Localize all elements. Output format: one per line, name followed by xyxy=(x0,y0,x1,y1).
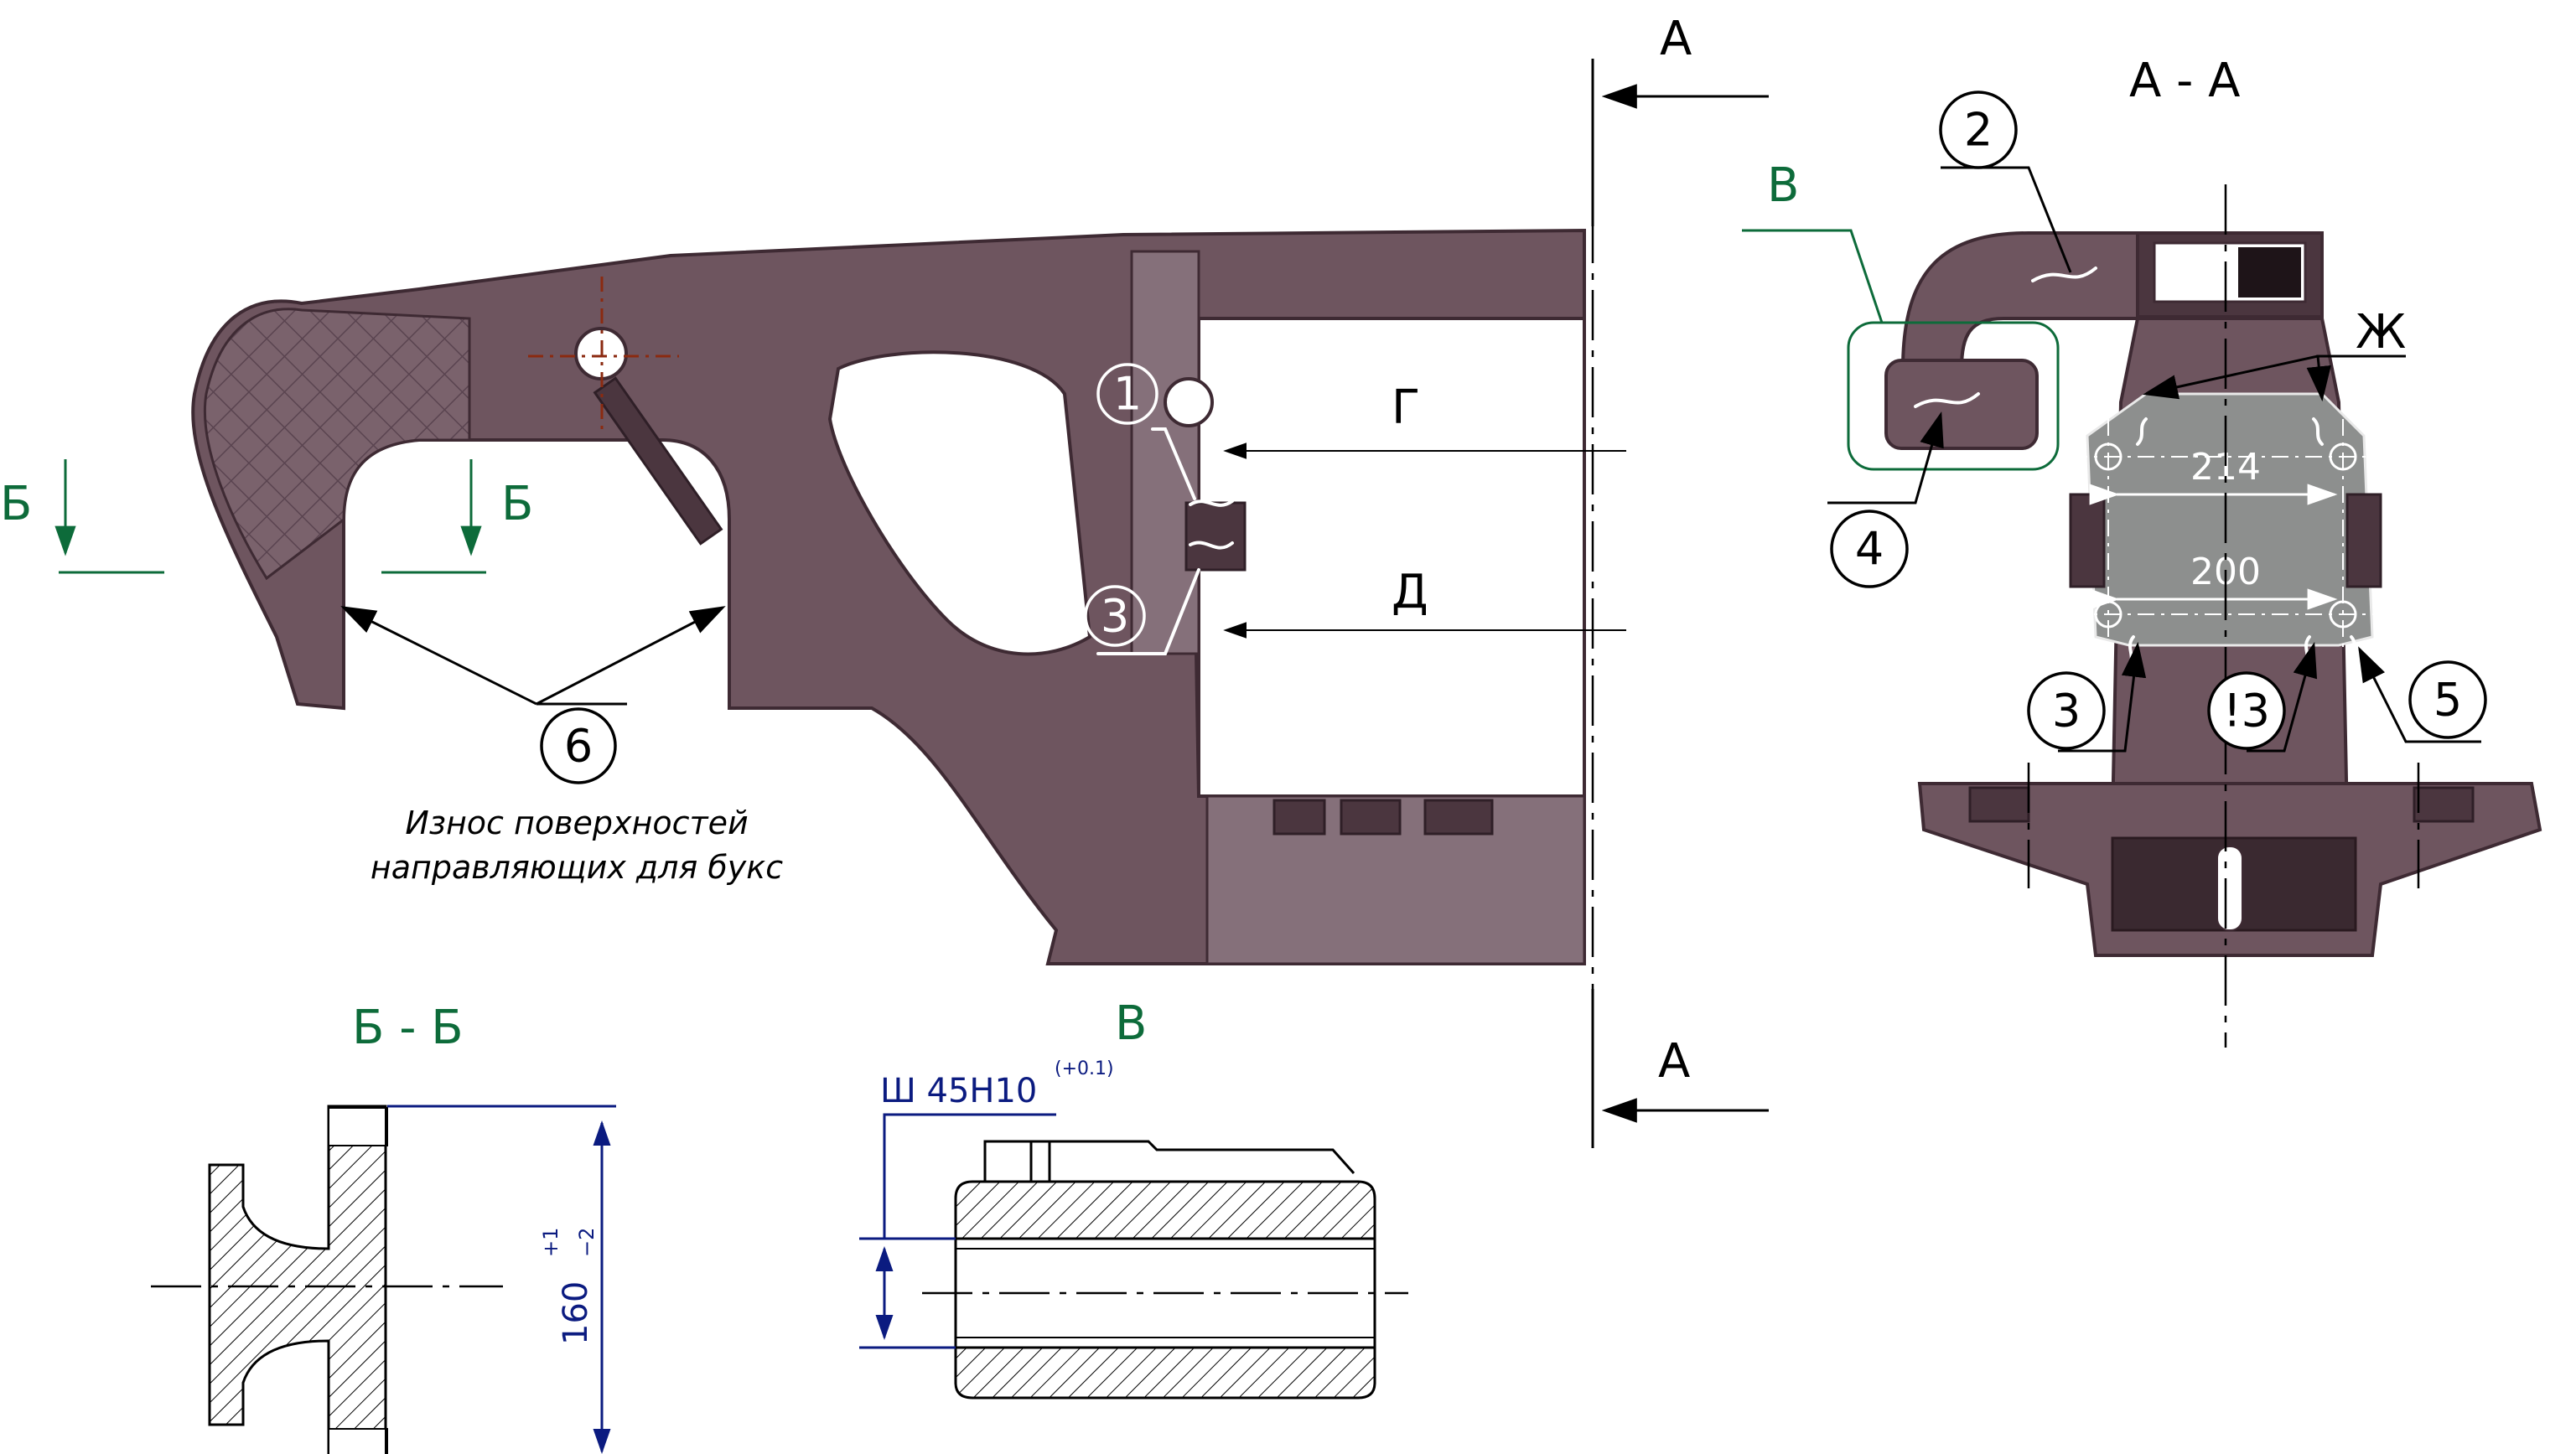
pad-4 xyxy=(1884,359,2039,450)
detail-v-mark-label: В xyxy=(1767,158,1799,213)
base-bump-1 xyxy=(1968,786,2030,823)
spring-seat-rib-3 xyxy=(1423,799,1494,836)
detail-v-title: В xyxy=(1115,996,1147,1051)
section-b-b-profile xyxy=(208,1105,387,1454)
base-bump-2 xyxy=(2413,786,2475,823)
label-zh: Ж xyxy=(2356,305,2406,360)
callout-6: 6 xyxy=(564,720,593,773)
callout-5-circle xyxy=(2408,660,2487,739)
wear-mark-zh-right xyxy=(2312,417,2324,446)
callout-5: 5 xyxy=(2433,674,2462,727)
callout-2-leader xyxy=(1941,166,2072,273)
spring-seat-rib-2 xyxy=(1340,799,1402,836)
callout-6-leader-left xyxy=(340,606,537,706)
callout-4-leader xyxy=(1827,411,1944,505)
callout-1-leader xyxy=(1151,427,1196,500)
section-b-right-label: Б xyxy=(501,477,533,531)
callout-4: 4 xyxy=(1855,523,1884,576)
side-block-left xyxy=(2069,493,2106,588)
callout-6-circle xyxy=(540,707,617,784)
side-block-right xyxy=(2345,493,2382,588)
section-b-b-pad-bottom xyxy=(328,1428,388,1454)
bore-leader xyxy=(883,1113,1056,1239)
slanted-rib xyxy=(593,376,723,546)
column-guide xyxy=(1130,250,1200,655)
section-a-a-view: А - А 214 200 xyxy=(1884,54,2542,1048)
gray-wear-plate xyxy=(2086,392,2374,647)
detail-v-top-profile xyxy=(983,1140,1355,1182)
callout-4-circle xyxy=(1830,510,1909,588)
pin-hole xyxy=(1164,377,1214,427)
detail-v-wall-bottom xyxy=(954,1346,1376,1400)
top-beam-box-dark xyxy=(2238,247,2301,298)
section-a-a-title: А - А xyxy=(2129,54,2240,108)
callout-3-right: 3 xyxy=(2052,685,2081,737)
wear-mark-3 xyxy=(1189,541,1234,550)
callout-2: 2 xyxy=(1964,104,1993,157)
callout-1: 1 xyxy=(1113,368,1142,421)
wedge-plate xyxy=(1184,501,1247,572)
bore-dim-tol: (+0.1) xyxy=(1055,1058,1114,1079)
detail-v-leader xyxy=(1742,229,1884,323)
bore-dim: Ш 45H10 xyxy=(880,1072,1037,1110)
section-b-b-pad-top xyxy=(328,1107,388,1146)
section-b-b-view: Б - Б 160 +1 −2 xyxy=(151,1001,616,1454)
hole-centerlines xyxy=(528,277,679,436)
label-g: Г xyxy=(1392,380,1420,435)
side-frame-view xyxy=(191,228,1586,965)
plate-hole-centerlines xyxy=(2071,419,2381,654)
section-a-bottom-label: А xyxy=(1658,1034,1690,1089)
detail-v-frame xyxy=(1847,321,2060,471)
side-frame-window xyxy=(827,350,1092,656)
dim-160: 160 xyxy=(557,1281,595,1345)
knurled-grip-area xyxy=(203,308,471,581)
callout-3-mid: !3 xyxy=(2223,685,2270,737)
label-d: Д xyxy=(1392,565,1428,619)
bolster-opening xyxy=(1197,317,1586,798)
callout-3-main: 3 xyxy=(1101,590,1129,643)
section-b-left-label: Б xyxy=(0,477,32,531)
note-line-1: Износ поверхностей xyxy=(405,805,748,841)
section-b-b-title: Б - Б xyxy=(352,1001,464,1055)
callout-3-leader xyxy=(1096,568,1200,655)
wear-mark-zh-left xyxy=(2136,417,2148,446)
callout-3-right-circle xyxy=(2027,671,2106,750)
leader-zh-right xyxy=(2306,354,2406,402)
spring-seat-rib-1 xyxy=(1272,799,1326,836)
callout-5-leader xyxy=(2358,646,2481,743)
base-slot xyxy=(2216,846,2243,931)
section-a-top-label: А xyxy=(1660,12,1692,66)
dim-160-tol-lower: −2 xyxy=(575,1228,599,1257)
callout-3-right-leader xyxy=(2058,641,2147,753)
detail-v-wall-top xyxy=(954,1180,1376,1240)
callout-6-leader-right xyxy=(536,606,726,706)
callout-3-circle xyxy=(1084,585,1146,647)
callout-1-circle xyxy=(1096,363,1158,425)
note-line-2: направляющих для букс xyxy=(371,849,783,886)
wear-mark-4 xyxy=(1914,392,1980,408)
callout-3-mid-leader xyxy=(2247,641,2318,753)
wear-mark-1 xyxy=(1189,499,1234,507)
dim-160-tol-upper: +1 xyxy=(539,1228,562,1257)
detail-v-view: В Ш 45H10 (+0.1) xyxy=(859,996,1408,1400)
wear-mark-2 xyxy=(2031,266,2097,282)
callout-3-mid-circle xyxy=(2207,671,2286,750)
wear-mark-5 xyxy=(2350,635,2357,668)
